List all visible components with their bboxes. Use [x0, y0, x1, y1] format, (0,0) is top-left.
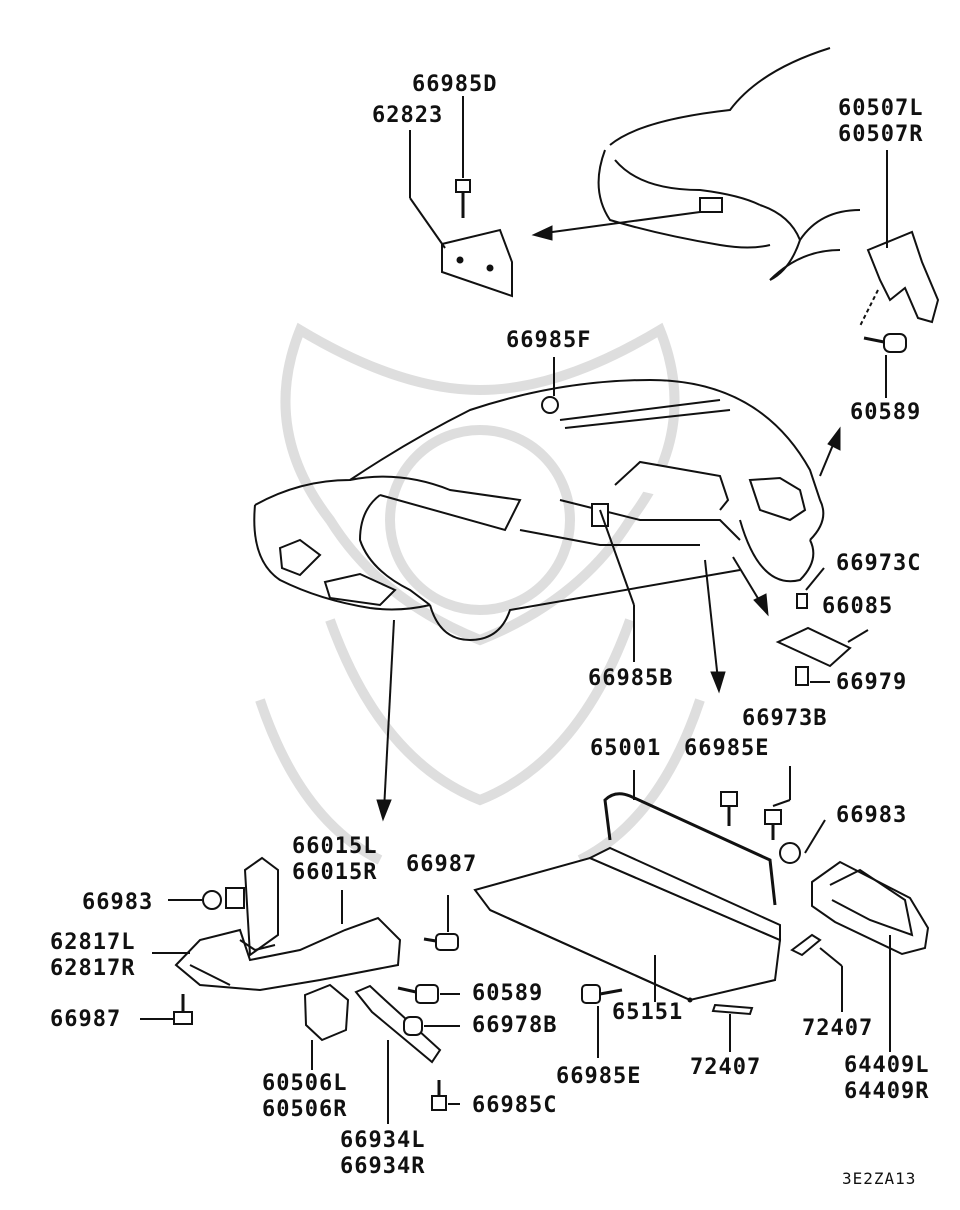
- bracket-62823: [441, 179, 513, 298]
- label-72407-bottom: 72407: [690, 1055, 762, 1080]
- cover-66085: [775, 593, 852, 686]
- label-62817L: 62817L: [50, 930, 136, 955]
- label-66985C: 66985C: [472, 1093, 558, 1118]
- label-66978B: 66978B: [472, 1013, 558, 1038]
- label-66979: 66979: [836, 670, 908, 695]
- bracket-60506: [303, 983, 447, 1111]
- bolts-skid-plate: [581, 791, 801, 1004]
- label-62823: 62823: [372, 103, 444, 128]
- label-60506L: 60506L: [262, 1071, 348, 1096]
- label-66983-right: 66983: [836, 803, 908, 828]
- diagram-code: 3E2ZA13: [842, 1169, 917, 1188]
- bracket-60507: [863, 230, 940, 353]
- label-66015L: 66015L: [292, 834, 378, 859]
- label-60589-top: 60589: [850, 400, 922, 425]
- label-66985E-top: 66985E: [684, 736, 770, 761]
- label-66934R: 66934R: [340, 1154, 426, 1179]
- label-66985B: 66985B: [588, 666, 674, 691]
- label-66985E-bottom: 66985E: [556, 1064, 642, 1089]
- label-65151: 65151: [612, 1000, 684, 1025]
- under-cover-66015: [173, 856, 459, 1025]
- car-front-corner: [597, 47, 861, 281]
- label-60507L: 60507L: [838, 96, 924, 121]
- label-64409R: 64409R: [844, 1079, 930, 1104]
- label-66934L: 66934L: [340, 1128, 426, 1153]
- label-65001: 65001: [590, 736, 662, 761]
- label-66973B: 66973B: [742, 706, 828, 731]
- label-64409L: 64409L: [844, 1053, 930, 1078]
- label-66983-left: 66983: [82, 890, 154, 915]
- guard-64409: [811, 860, 930, 956]
- label-60589-bottom: 60589: [472, 981, 544, 1006]
- label-66985F: 66985F: [506, 328, 592, 353]
- car-body: [253, 378, 825, 642]
- label-60506R: 60506R: [262, 1097, 348, 1122]
- label-62817R: 62817R: [50, 956, 136, 981]
- watermark-mask: [255, 322, 705, 865]
- label-66015R: 66015R: [292, 860, 378, 885]
- label-72407-right: 72407: [802, 1016, 874, 1041]
- label-66085: 66085: [822, 594, 894, 619]
- label-66973C: 66973C: [836, 551, 922, 576]
- label-60507R: 60507R: [838, 122, 924, 147]
- label-66987-top: 66987: [406, 852, 478, 877]
- label-66985D: 66985D: [412, 72, 498, 97]
- label-66987-left: 66987: [50, 1007, 122, 1032]
- skid-plate-65151: [473, 792, 822, 1016]
